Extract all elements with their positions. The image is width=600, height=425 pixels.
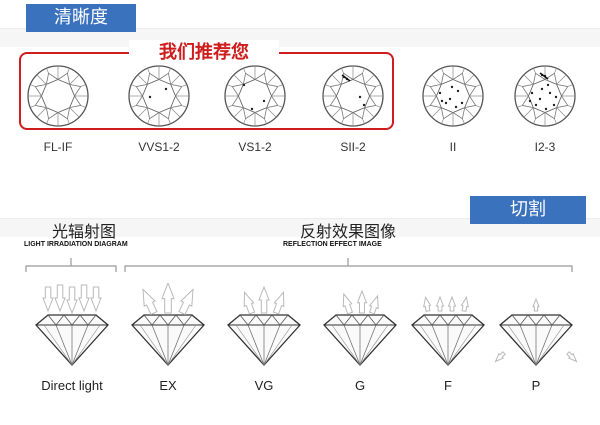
cut-grade-label: P	[531, 378, 541, 393]
reflection-subtitle: REFLECTION EFFECT IMAGE	[283, 241, 382, 248]
clarity-stone-icon	[25, 63, 91, 129]
clarity-grade-label: VS1-2	[238, 140, 272, 154]
clarity-grade-label: VVS1-2	[138, 140, 180, 154]
clarity-stone-icon	[222, 63, 288, 129]
reflection-title: 反射效果图像	[300, 222, 397, 241]
clarity-grade-label: I2-3	[534, 140, 556, 154]
cut-reflection-diagram	[494, 283, 578, 383]
clarity-grade-label: SII-2	[340, 140, 366, 154]
recommendation-label: 我们推荐您	[129, 40, 279, 66]
light-diagram-title: 光辐射图	[52, 222, 117, 241]
clarity-stone-icon	[126, 63, 192, 129]
clarity-stone-icon	[420, 63, 486, 129]
cut-grade-label: G	[354, 378, 366, 393]
cut-grade-label: VG	[254, 378, 274, 393]
clarity-stone-icon	[320, 63, 386, 129]
cut-grade-label: EX	[159, 378, 177, 393]
cut-reflection-diagram	[406, 283, 490, 383]
cut-reflection-diagram	[126, 281, 210, 383]
clarity-section-tab[interactable]: 清晰度	[26, 4, 136, 32]
clarity-grade-label: II	[449, 140, 457, 154]
cut-section-tab[interactable]: 切割	[470, 196, 586, 224]
cut-header-band	[0, 218, 600, 237]
cut-grade-label: Direct light	[41, 378, 103, 393]
clarity-stone-icon	[512, 63, 578, 129]
cut-reflection-diagram	[222, 283, 306, 383]
light-diagram-subtitle: LIGHT IRRADIATION DIAGRAM	[24, 241, 128, 248]
cut-grade-label: F	[444, 378, 452, 393]
cut-reflection-diagram	[318, 283, 402, 383]
clarity-grade-label: FL-IF	[43, 140, 73, 154]
direct-light-diagram	[30, 283, 114, 383]
